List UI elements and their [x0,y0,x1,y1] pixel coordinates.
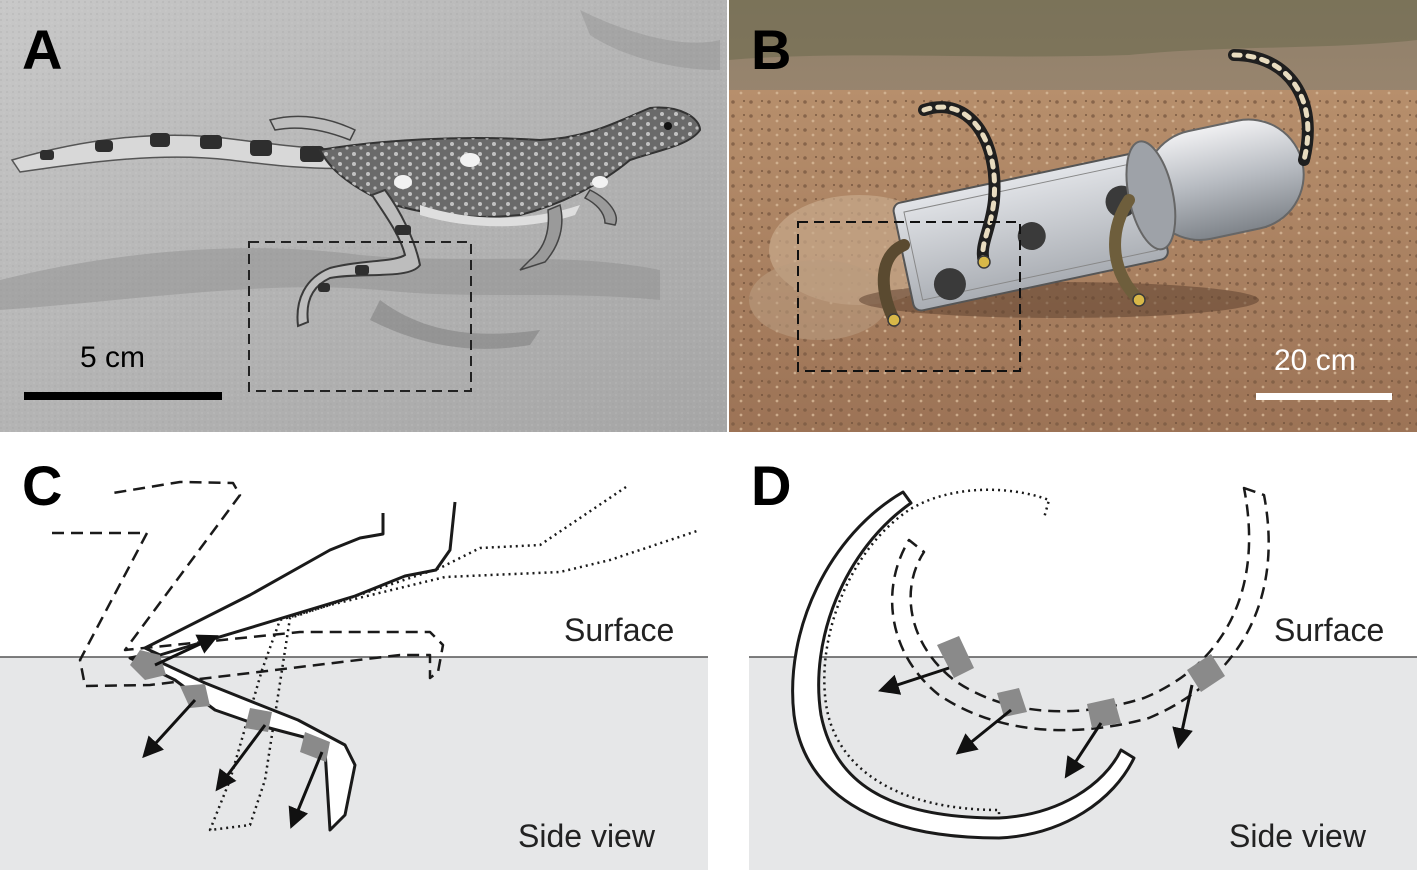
highlight-box [248,241,472,392]
leg-outline-solid-lower [128,651,357,832]
c-leg-dashed [890,486,1270,732]
view-label-d: Side view [1229,818,1366,854]
scale-bar-a [24,392,222,400]
scale-bar-b [1256,393,1392,400]
lizard-leg-diagram [0,480,708,870]
background-bushes [729,0,1417,60]
leg-outline-dotted [208,485,701,832]
panel-label-d: D [751,454,792,517]
robot-c-legs [877,49,1314,326]
panel-label-c: C [22,454,63,517]
robot-body [892,118,1305,312]
panel-c-lizard-schematic: C Surface Side view [0,440,708,870]
scale-label-a: 5 cm [80,341,146,374]
c-leg-solid [791,490,1136,840]
panel-a-lizard-photo: A 5 cm [0,0,727,432]
surface-label-d: Surface [1274,612,1385,648]
highlight-box [797,221,1021,372]
c-leg-segments [937,636,1225,728]
force-arrows [142,634,324,829]
panel-label-a: A [22,18,63,81]
c-leg-diagram [749,486,1417,870]
surface-label-c: Surface [564,612,675,648]
robot-photo-illustration [729,0,1417,432]
leg-outline-solid-upper [143,501,457,657]
panel-b-robot-photo: B 20 cm [729,0,1417,432]
panel-d-robot-schematic: D Surface Side view [749,440,1417,870]
view-label-c: Side view [518,818,655,854]
force-arrows [878,666,1194,779]
lizard-hind-leg [296,188,422,328]
lizard-photo-illustration [0,0,727,432]
leg-outline-dashed [52,480,445,688]
panel-label-b: B [751,18,792,81]
scale-label-b: 20 cm [1274,344,1356,377]
